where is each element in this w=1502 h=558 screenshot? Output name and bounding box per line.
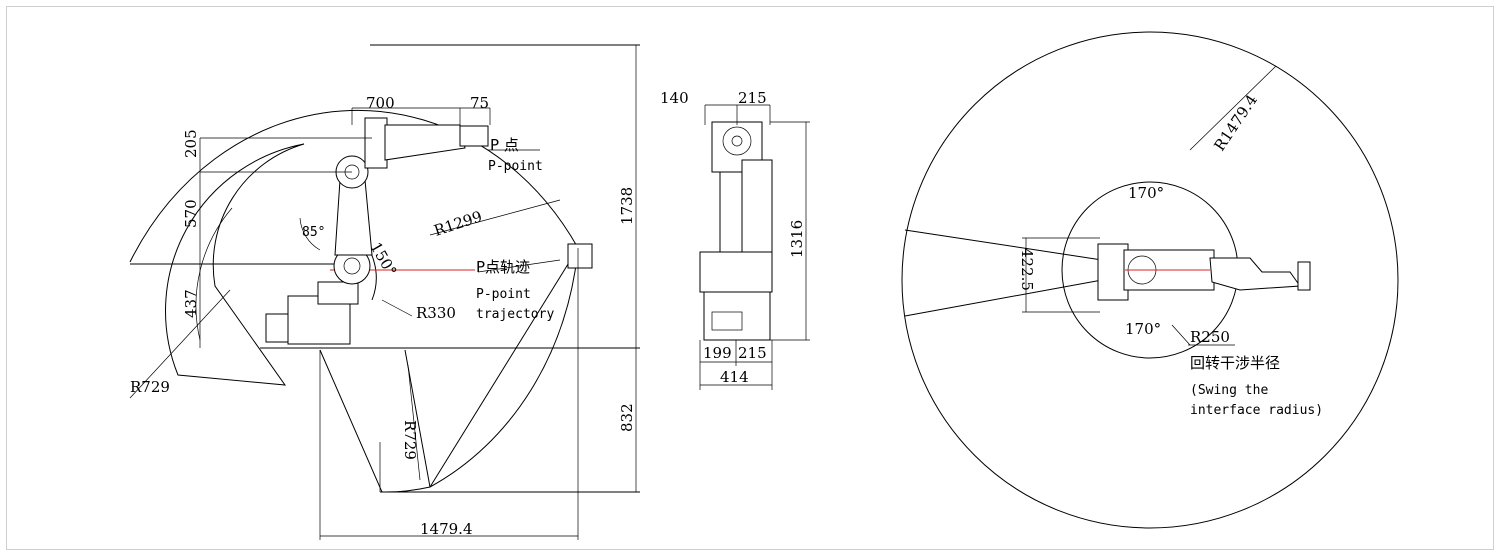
top-forearm xyxy=(1209,257,1301,291)
dim-r1299: R1299 xyxy=(432,207,485,239)
dim-700: 700 xyxy=(366,94,395,112)
tool-sweep xyxy=(567,243,593,269)
side-view: 700 75 205 570 437 1738 832 R1299 R330 R… xyxy=(129,44,640,540)
lower-swing-line xyxy=(407,364,421,481)
arm-housing xyxy=(364,117,388,169)
dim-199: 199 xyxy=(703,344,732,362)
swing-en-1: (Swing the xyxy=(1190,383,1268,398)
dim-1738: 1738 xyxy=(618,187,636,225)
dim-422: 422.5 xyxy=(1018,248,1036,291)
angle-170-bottom: 170° xyxy=(1125,320,1161,338)
angle-170-top: 170° xyxy=(1128,184,1164,202)
reach-arc-lower xyxy=(429,247,579,488)
dim-215-top: 215 xyxy=(738,89,767,107)
top-tool xyxy=(1297,261,1311,291)
swing-en-2: interface radius) xyxy=(1190,403,1323,418)
dim-r729-lower: R729 xyxy=(401,420,419,460)
top-view: R1479.4 170° 170° 422.5 R250 回转干涉半径 (Swi… xyxy=(901,31,1399,529)
trajectory-en-1: P-point xyxy=(476,287,531,302)
reach-arc-main xyxy=(129,109,579,263)
dim-r330: R330 xyxy=(416,304,456,322)
front-shoulder xyxy=(699,251,773,293)
robot-turret xyxy=(317,281,359,305)
angle-85-arc xyxy=(299,217,321,251)
robot-base-connector xyxy=(265,313,289,343)
wrist xyxy=(459,125,489,147)
dim-75: 75 xyxy=(470,94,489,112)
p-point-en: P-point xyxy=(488,159,543,174)
trajectory-en-2: trajectory xyxy=(476,307,554,322)
dim-437: 437 xyxy=(182,289,200,318)
robot-side xyxy=(265,117,593,345)
r330-leader xyxy=(381,299,413,317)
dim-205: 205 xyxy=(182,129,200,158)
dim-570: 570 xyxy=(182,199,200,228)
r729-leader xyxy=(129,289,231,399)
dim-414: 414 xyxy=(720,368,749,386)
limit-line-lower xyxy=(904,279,1103,317)
dim-r250: R250 xyxy=(1190,328,1230,346)
angle-85: 85° xyxy=(302,225,325,240)
trajectory-cn: P点轨迹 xyxy=(476,258,530,276)
dim-1479: 1479.4 xyxy=(420,520,473,538)
lower-arm xyxy=(334,179,373,256)
limit-line-upper xyxy=(904,229,1103,261)
robot-top xyxy=(1097,243,1311,301)
reach-circle xyxy=(901,31,1399,529)
upper-arm xyxy=(384,124,466,161)
swing-cn: 回转干涉半径 xyxy=(1190,354,1280,372)
r1479-leader xyxy=(1189,65,1277,151)
front-view: 140 215 1316 199 215 414 xyxy=(660,89,810,390)
angle-150: 150° xyxy=(367,239,401,279)
dim-r729: R729 xyxy=(130,378,170,396)
dim-832: 832 xyxy=(618,403,636,432)
shoulder-hub xyxy=(343,257,361,275)
dim-140: 140 xyxy=(660,89,689,107)
r1299-leader xyxy=(429,199,561,236)
reach-chord xyxy=(429,247,579,488)
front-base xyxy=(703,291,771,341)
back-swing-region xyxy=(165,143,305,386)
p-point-cn: P 点 xyxy=(490,136,519,154)
dim-215-bottom: 215 xyxy=(738,344,767,362)
dim-1316: 1316 xyxy=(788,220,806,258)
top-base xyxy=(1097,243,1129,301)
